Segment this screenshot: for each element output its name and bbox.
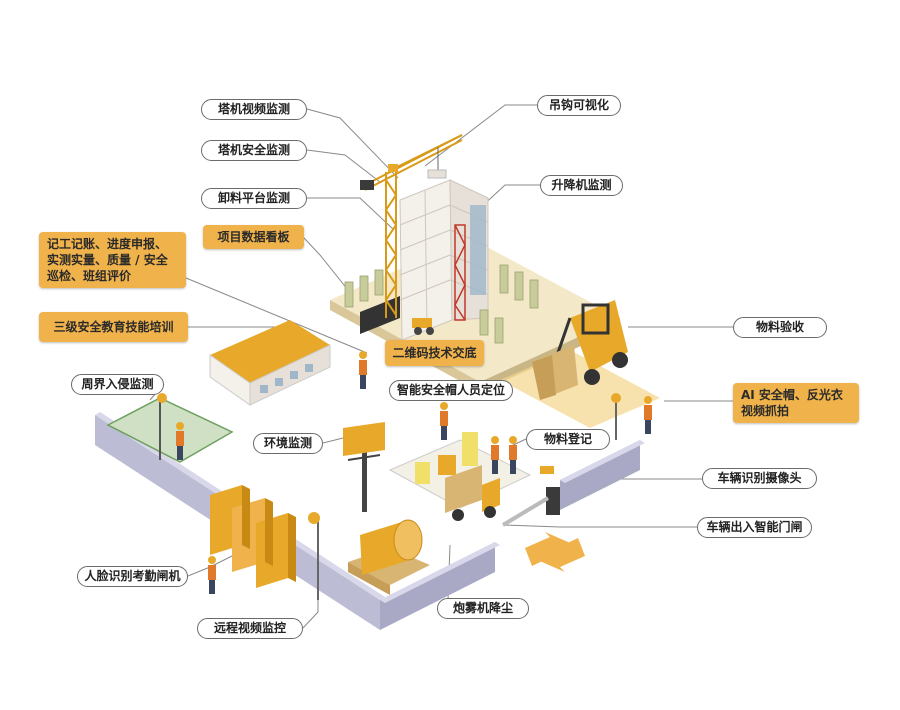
label-vehicle-gate: 车辆出入智能门闸 [697,517,812,538]
label-qr-tech: 二维码技术交底 [385,340,484,366]
remote-camera-pole [308,512,320,600]
workers [176,351,652,594]
label-remote-video: 远程视频监控 [197,618,303,639]
face-gates [210,485,296,588]
worker-5 [509,436,517,474]
label-helmet-locate: 智能安全帽人员定位 [389,380,513,401]
training-building [209,320,331,406]
site-roller [412,318,434,335]
connector-records [185,277,368,354]
label-hoist-monitor: 升降机监测 [540,175,623,196]
label-material-register: 物料登记 [526,429,610,450]
label-vehicle-camera: 车辆识别摄像头 [702,468,817,489]
direction-arrows [525,532,585,572]
label-fog-cannon: 炮雾机降尘 [437,598,529,619]
hoist-tower [454,224,466,321]
worker-3 [440,402,448,440]
site-fences [344,264,539,344]
connector-tower-video [306,108,399,179]
connector-board [303,237,349,291]
label-face-gate: 人脸识别考勤闸机 [77,566,188,587]
label-work-records: 记工记账、进度申报、实测实量、质量 / 安全巡检、班组评价 [39,232,186,288]
label-ai-capture: AI 安全帽、反光衣视频抓拍 [733,383,859,423]
crane-cab [360,164,398,190]
hoist-cage [470,205,486,295]
connector-tower-safety [306,149,381,183]
tower-crane [364,134,463,318]
env-monitor-station [343,422,385,512]
ai-camera-pole [611,393,621,440]
worker-7 [208,556,216,594]
label-material-check: 物料验收 [733,317,827,338]
label-hook-visual: 吊钩可视化 [537,95,621,116]
worker-6 [644,396,652,434]
forklift [532,300,628,400]
label-safety-training: 三级安全教育技能培训 [39,312,188,342]
connector-gate [502,524,697,528]
fog-cannon [348,519,430,595]
crane-hook [427,147,447,179]
label-tower-safety: 塔机安全监测 [201,140,307,161]
label-project-board: 项目数据看板 [203,225,304,249]
connector-env [322,437,344,444]
label-env-monitor: 环境监测 [253,433,323,454]
connector-hook [424,104,537,167]
worker-1 [359,351,367,389]
truck [445,465,500,521]
label-tower-video: 塔机视频监测 [201,99,307,120]
worker-4 [491,436,499,474]
worker-2 [176,422,184,460]
perimeter-zone [106,393,234,463]
label-unload-platform: 卸料平台监测 [201,188,307,209]
label-perimeter: 周界入侵监测 [71,374,164,395]
vehicle-gate [501,466,560,527]
connector-platform [307,197,395,231]
